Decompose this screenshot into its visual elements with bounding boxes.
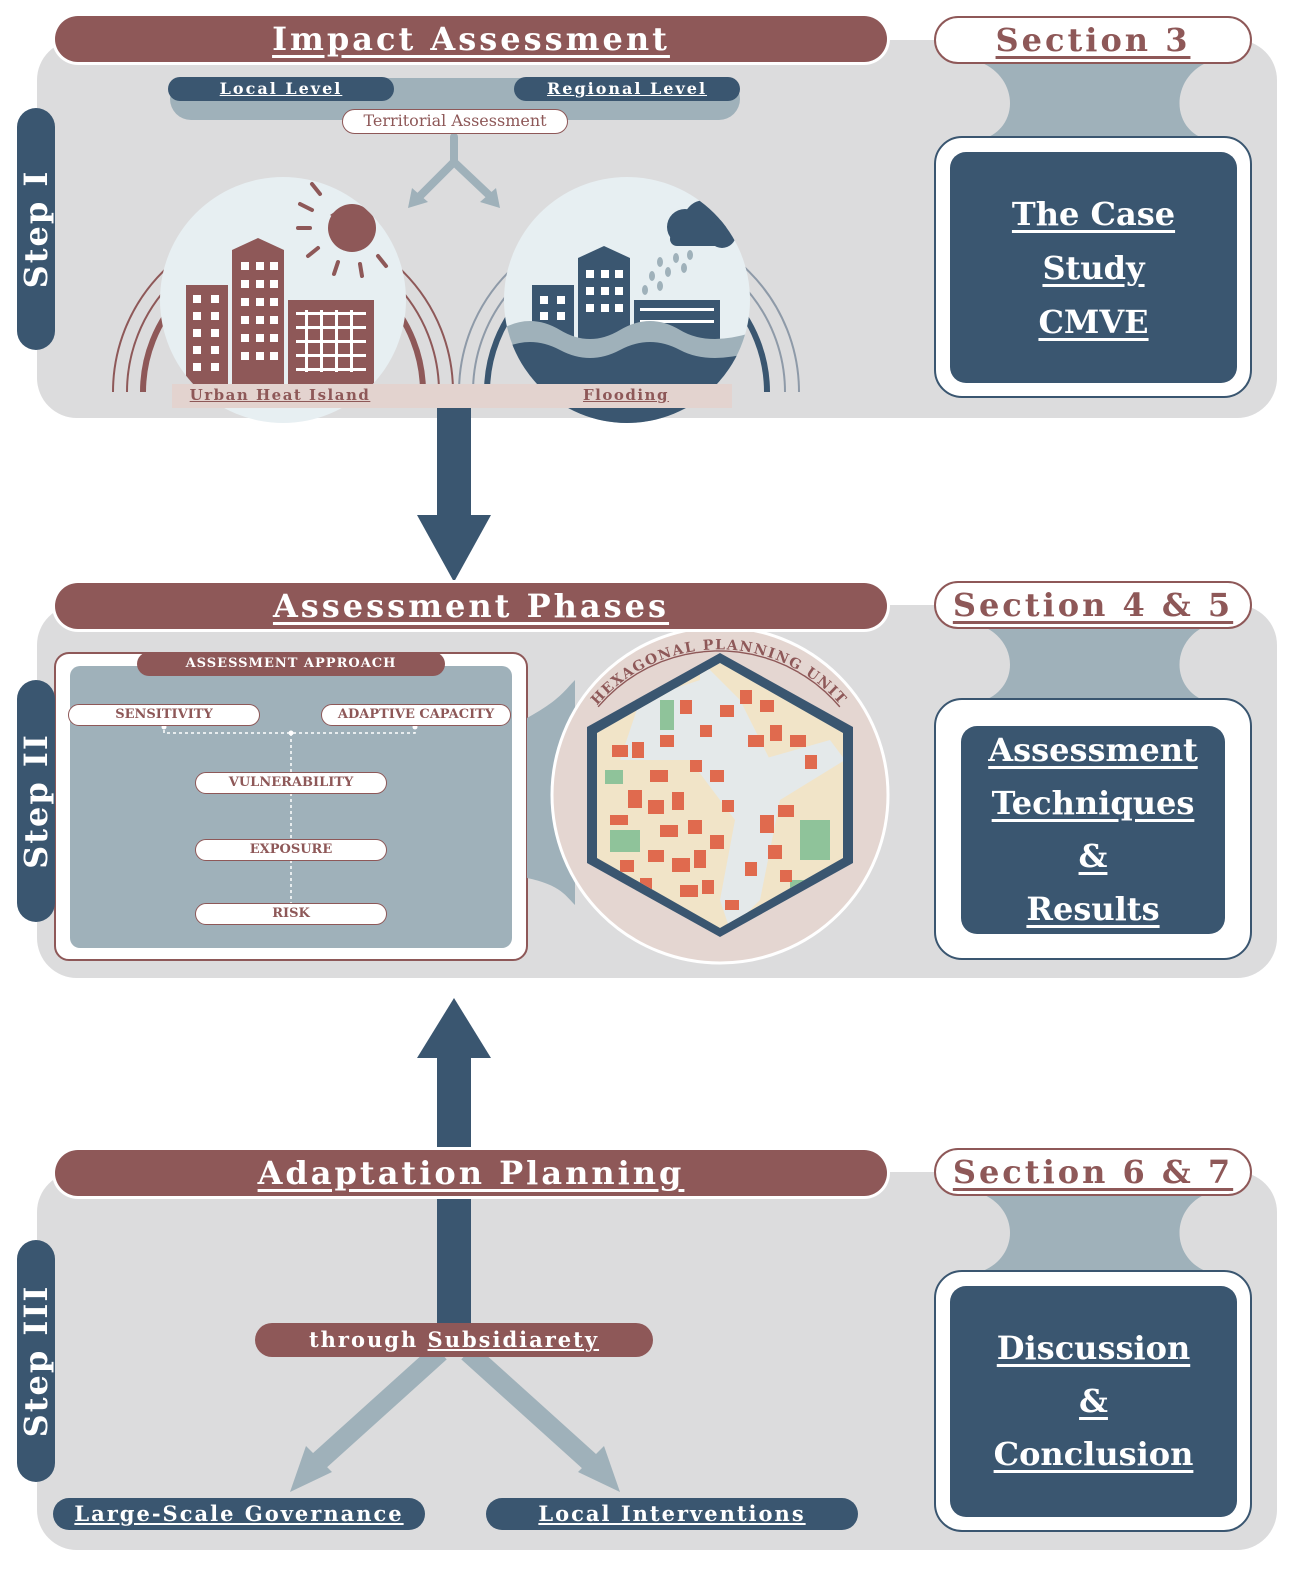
discussion-line-1: Discussion: [996, 1329, 1191, 1367]
case-study-line-3: CMVE: [1038, 302, 1149, 341]
urban-heat-island-label: Urban Heat Island: [189, 386, 371, 404]
step1-title: Impact Assessment: [55, 16, 887, 62]
step1-section-pill: Section 3: [934, 16, 1252, 64]
territorial-assessment-pill: Territorial Assessment: [342, 109, 568, 134]
discussion-line-3: Conclusion: [993, 1435, 1194, 1473]
exposure-pill: EXPOSURE: [195, 839, 387, 861]
hexagon-map-icon: HEXAGONAL PLANNING UNIT: [550, 625, 890, 965]
step1-tab-label: Step I: [17, 169, 55, 289]
subsidiarity-pill: through Subsidiarety: [255, 1323, 653, 1357]
step2-tab: Step II: [17, 680, 55, 922]
discussion-line-2: &: [1079, 1382, 1108, 1420]
assessment-approach-pill: ASSESSMENT APPROACH: [137, 652, 445, 676]
urban-heat-island-icon: [112, 177, 454, 423]
techniques-line-4: Results: [1026, 890, 1160, 928]
risk-pill: RISK: [195, 903, 387, 925]
step2-title: Assessment Phases: [55, 583, 887, 629]
through-text: through: [308, 1327, 419, 1352]
techniques-line-3: &: [1078, 837, 1108, 875]
case-study-line-2: Study: [1042, 248, 1145, 287]
vulnerability-pill: VULNERABILITY: [195, 772, 387, 794]
flooding-label: Flooding: [583, 386, 669, 404]
case-study-box: The Case Study CMVE: [950, 152, 1237, 383]
step2-tab-label: Step II: [17, 733, 55, 869]
sensitivity-pill: SENSITIVITY: [68, 704, 260, 726]
assessment-techniques-box: Assessment Techniques & Results: [961, 726, 1225, 934]
techniques-line-2: Techniques: [991, 784, 1195, 822]
local-level-pill: Local Level: [168, 77, 394, 101]
step3-tab: Step III: [17, 1240, 55, 1482]
step2-section-pill: Section 4 & 5: [934, 581, 1252, 629]
local-interventions-pill: Local Interventions: [486, 1498, 858, 1530]
step1-tab: Step I: [17, 108, 55, 350]
step3-section-pill: Section 6 & 7: [934, 1148, 1252, 1196]
large-scale-governance-pill: Large-Scale Governance: [53, 1498, 425, 1530]
subsidiarity-text: Subsidiarety: [427, 1327, 600, 1352]
adaptive-capacity-pill: ADAPTIVE CAPACITY: [321, 704, 511, 726]
step3-tab-label: Step III: [17, 1284, 55, 1438]
case-study-line-1: The Case: [1011, 194, 1176, 233]
discussion-box: Discussion & Conclusion: [950, 1286, 1237, 1517]
regional-level-pill: Regional Level: [514, 77, 740, 101]
techniques-line-1: Assessment: [988, 731, 1198, 769]
step3-title: Adaptation Planning: [55, 1150, 887, 1196]
section-connectors: [980, 62, 1208, 1272]
